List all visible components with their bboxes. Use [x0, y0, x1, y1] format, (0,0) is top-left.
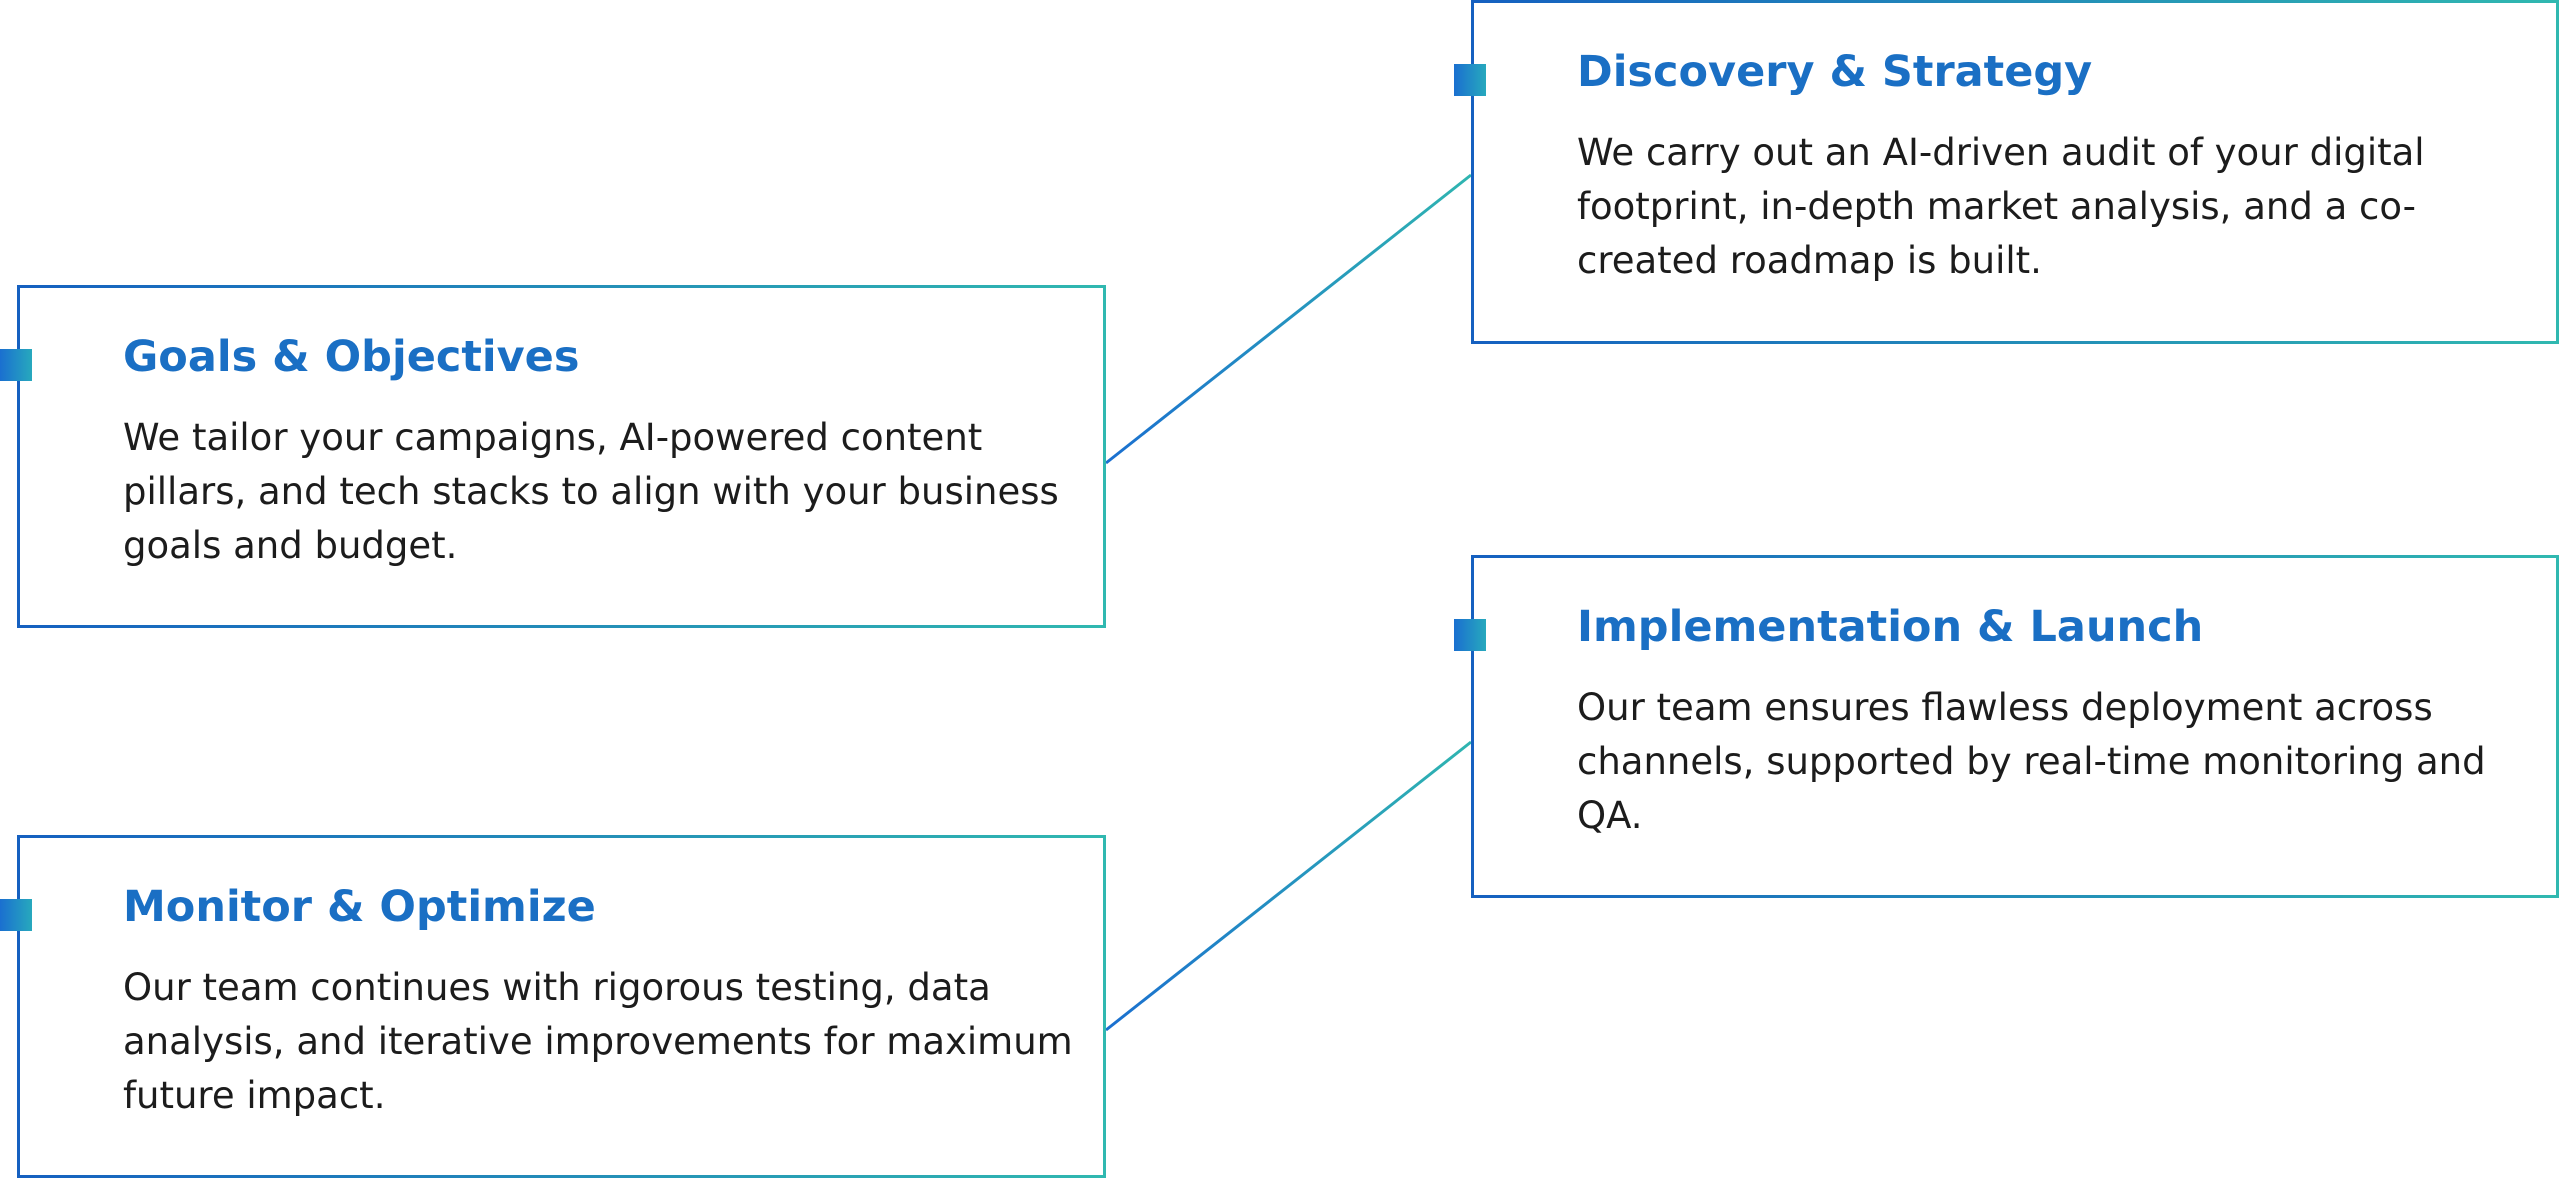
step-description: We tailor your campaigns, AI-powered con… — [123, 416, 1059, 567]
step-description: Our team ensures flawless deployment acr… — [1577, 686, 2486, 837]
connector-monitor-to-implementation — [1105, 740, 1472, 1032]
step-marker — [0, 899, 32, 931]
step-marker — [1454, 64, 1486, 96]
step-description: We carry out an AI-driven audit of your … — [1577, 131, 2425, 282]
connector-goals-to-discovery — [1105, 173, 1472, 465]
card-border — [17, 835, 1106, 1178]
step-card-discovery-strategy: Discovery & Strategy We carry out an AI-… — [1454, 0, 2559, 344]
step-marker — [1454, 619, 1486, 651]
card-border — [1471, 0, 2559, 344]
step-marker — [0, 349, 32, 381]
step-title: Implementation & Launch — [1577, 602, 2204, 652]
card-border — [1471, 555, 2559, 898]
step-card-monitor-optimize: Monitor & Optimize Our team continues wi… — [0, 835, 1106, 1178]
step-title: Monitor & Optimize — [123, 882, 596, 932]
step-card-implementation-launch: Implementation & Launch Our team ensures… — [1454, 555, 2559, 898]
step-title: Discovery & Strategy — [1577, 47, 2093, 97]
step-description: Our team continues with rigorous testing… — [123, 966, 1073, 1117]
card-border — [17, 285, 1106, 628]
step-title: Goals & Objectives — [123, 332, 580, 382]
step-card-goals-objectives: Goals & Objectives We tailor your campai… — [0, 285, 1106, 628]
